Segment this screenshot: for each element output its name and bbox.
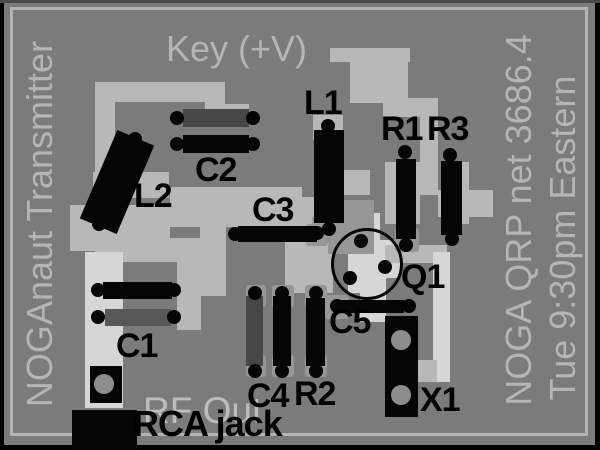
component-r2-body: [306, 298, 325, 366]
label-r2: R2: [294, 375, 336, 413]
solder-pad-dot: [398, 145, 412, 159]
image-edge: [0, 0, 600, 3]
solder-pad-dot: [354, 234, 368, 248]
component-c4-body: [273, 296, 291, 366]
solder-pad-dot: [128, 132, 142, 146]
component-l1-body: [314, 130, 344, 223]
solder-pad-dot: [92, 217, 106, 231]
component-q1-outline: [331, 228, 403, 300]
label-c2: C2: [195, 151, 237, 189]
solder-pad-dot: [322, 222, 336, 236]
solder-pad-dot: [321, 119, 335, 133]
component-c5-body: [341, 300, 404, 313]
trace-segment: [420, 115, 438, 195]
solder-pad-dot: [309, 364, 323, 378]
solder-pad-dot: [275, 286, 289, 300]
solder-pad-dot: [378, 260, 392, 274]
label-l1: L1: [304, 84, 343, 122]
solder-pad-dot: [309, 286, 323, 300]
solder-pad-dot: [91, 283, 105, 297]
rca-jack-body: [72, 410, 137, 450]
label-x1: X1: [420, 381, 461, 419]
rf-out-label: RF Out: [143, 390, 263, 431]
trace-segment: [350, 60, 408, 103]
solder-pad-dot: [246, 111, 260, 125]
solder-pad-dot: [228, 227, 242, 241]
component-c1-body: [103, 282, 172, 299]
solder-pad-dot: [402, 299, 416, 313]
label-l2: L2: [134, 177, 173, 215]
solder-pad-dot: [91, 310, 105, 324]
image-edge: [595, 0, 600, 450]
solder-pad-dot: [246, 137, 260, 151]
trace-segment: [170, 187, 302, 227]
solder-pad-dot: [248, 364, 262, 378]
trace-segment: [383, 98, 438, 117]
solder-pad-dot: [343, 271, 357, 285]
solder-pad-dot: [167, 283, 181, 297]
image-edge: [0, 445, 600, 450]
key-voltage-label: Key (+V): [166, 28, 308, 69]
rca-jack-label: RCA jack: [133, 403, 283, 444]
label-c4: C4: [247, 377, 289, 415]
image-edge: [0, 0, 4, 450]
solder-pad-dot: [330, 299, 344, 313]
right-title-line1: NOGA QRP net 3686.4: [498, 34, 539, 406]
component-c3-body: [238, 226, 317, 242]
component-c4-body: [246, 296, 263, 366]
left-title: NOGAnaut Transmitter: [19, 40, 60, 408]
trace-segment: [177, 250, 201, 330]
trace-segment: [330, 48, 410, 62]
label-q1: Q1: [401, 258, 445, 296]
component-r3-body: [441, 161, 462, 235]
component-c2-body: [183, 109, 249, 127]
solder-pad-dot: [399, 238, 413, 252]
solder-pad-dot: [167, 310, 181, 324]
component-r1-body: [396, 159, 416, 239]
solder-pad-dot: [275, 364, 289, 378]
component-c1-body: [105, 309, 171, 326]
label-c3: C3: [252, 191, 294, 229]
solder-pad-dot: [445, 232, 459, 246]
component-c2-body: [183, 135, 249, 153]
solder-pad-dot: [170, 137, 184, 151]
label-r3: R3: [427, 110, 469, 148]
label-c1: C1: [116, 327, 158, 365]
trace-segment: [95, 82, 225, 102]
solder-pad-dot: [170, 111, 184, 125]
trace-segment: [200, 210, 226, 296]
label-c5: C5: [329, 303, 371, 341]
solder-pad-dot: [248, 286, 262, 300]
mounting-hole: [94, 374, 114, 394]
label-r1: R1: [381, 110, 423, 148]
right-title-line2: Tue 9:30pm Eastern: [542, 75, 583, 401]
solder-pad-dot: [310, 226, 324, 240]
mounting-hole: [391, 385, 411, 405]
solder-pad-dot: [443, 148, 457, 162]
mounting-hole: [391, 330, 411, 350]
board-outline: [10, 7, 588, 436]
trace-segment: [433, 252, 450, 382]
